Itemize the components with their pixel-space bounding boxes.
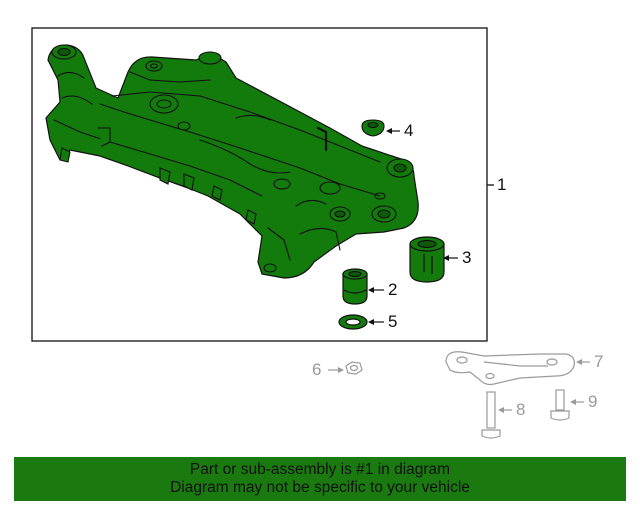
callout-8: 8 bbox=[516, 400, 526, 419]
callout-9: 9 bbox=[588, 392, 598, 411]
subframe-details bbox=[51, 44, 414, 273]
subframe-part[interactable] bbox=[45, 44, 419, 279]
arrowhead-5 bbox=[368, 319, 374, 325]
callout-5: 5 bbox=[388, 312, 398, 331]
arrowhead-9 bbox=[570, 399, 576, 405]
arrowhead-7 bbox=[576, 359, 582, 365]
arrowhead-8 bbox=[498, 407, 504, 413]
part-7-bracket[interactable] bbox=[445, 351, 575, 386]
callout-4: 4 bbox=[404, 121, 414, 140]
part-2-bushing[interactable] bbox=[342, 268, 368, 305]
part-5-washer[interactable] bbox=[338, 314, 368, 330]
part-3-bushing[interactable] bbox=[409, 236, 445, 283]
callout-2: 2 bbox=[388, 280, 398, 299]
part-8-bolt[interactable] bbox=[481, 391, 501, 439]
banner-line-1: Part or sub-assembly is #1 in diagram bbox=[189, 461, 451, 478]
banner-line-2: Diagram may not be specific to your vehi… bbox=[170, 479, 470, 496]
fitment-banner: Part or sub-assembly is #1 in diagram Di… bbox=[14, 457, 626, 501]
arrowhead-2 bbox=[368, 287, 374, 293]
callout-7: 7 bbox=[594, 352, 604, 371]
part-6-nut[interactable] bbox=[345, 361, 363, 375]
part-4-cap[interactable] bbox=[361, 119, 385, 137]
arrowhead-6 bbox=[338, 367, 344, 373]
callout-6: 6 bbox=[312, 360, 322, 379]
part-9-bolt[interactable] bbox=[550, 389, 570, 421]
callout-1: 1 bbox=[497, 175, 507, 194]
callout-3: 3 bbox=[462, 248, 472, 267]
arrowhead-4 bbox=[386, 128, 392, 134]
arrowhead-3 bbox=[443, 255, 449, 261]
